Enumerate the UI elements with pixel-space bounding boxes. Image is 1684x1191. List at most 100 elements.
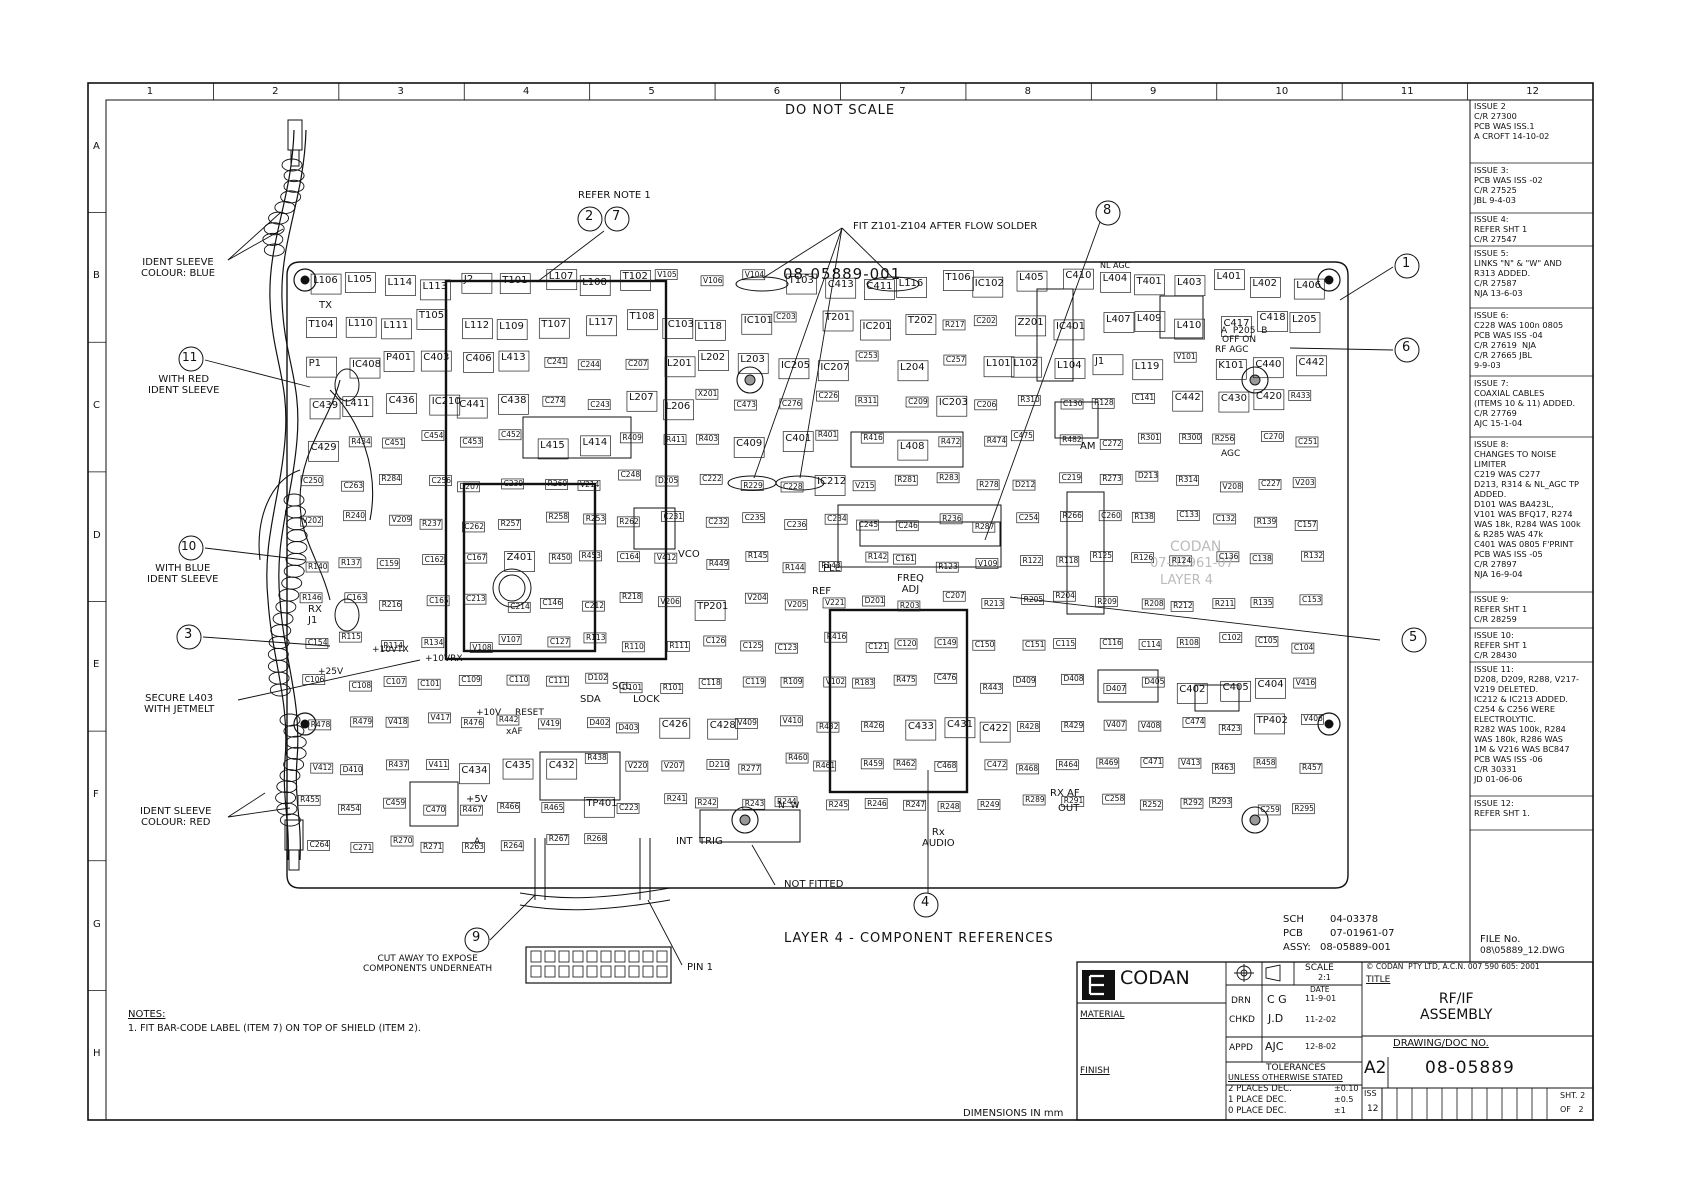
component-ref: V411 [428, 759, 448, 769]
component-ref: R450 [551, 553, 571, 563]
component-ref: R146 [302, 592, 322, 602]
annotation-pin1: PIN 1 [687, 962, 714, 973]
grid-col-label: 6 [773, 86, 781, 97]
component-ref: R478 [310, 719, 331, 729]
title-drn-by: C G [1267, 993, 1287, 1006]
component-ref: C454 [423, 430, 444, 440]
component-ref: C422 [982, 723, 1009, 735]
component-ref: R137 [340, 557, 361, 567]
annotation-with-blue: WITH BLUE IDENT SLEEVE [147, 563, 219, 586]
component-ref: L203 [740, 354, 765, 366]
notes-heading: NOTES: [128, 1009, 166, 1020]
component-ref: R204 [1055, 591, 1075, 601]
component-ref: C223 [619, 803, 639, 813]
component-ref: R463 [1214, 763, 1234, 773]
component-ref: V205 [787, 599, 807, 609]
callout-10: 10 [181, 539, 197, 553]
component-ref: T103 [788, 275, 814, 287]
component-ref: R289 [1025, 794, 1045, 804]
component-ref: V104 [744, 269, 765, 279]
label-am: AM [1080, 441, 1096, 452]
component-ref: L408 [899, 441, 925, 453]
component-ref: C404 [1257, 679, 1284, 691]
component-ref: R124 [1171, 555, 1192, 565]
component-ref: C116 [1102, 638, 1122, 648]
component-ref: R472 [940, 436, 961, 446]
component-ref: C472 [986, 759, 1007, 769]
component-ref: R283 [939, 472, 959, 482]
board-part-number: 08-05889-001 [783, 265, 902, 283]
component-ref: T107 [541, 319, 567, 331]
label-25v: +25V [318, 667, 344, 677]
component-ref: V208 [1222, 481, 1242, 491]
component-ref: T105 [418, 310, 445, 322]
component-ref: L402 [1252, 278, 1278, 290]
component-ref: C106 [304, 674, 325, 684]
callout-7: 7 [612, 209, 621, 224]
title-of: OF 2 [1560, 1105, 1584, 1114]
revision-entry: ISSUE 11: D208, D209, R288, V217- V219 D… [1474, 664, 1579, 784]
tolerance-value: ±0.10 [1334, 1084, 1359, 1093]
component-ref: R249 [979, 799, 1000, 809]
component-ref: R277 [740, 764, 761, 774]
component-ref: L106 [313, 275, 338, 287]
component-ref: C468 [936, 761, 957, 771]
grid-col-label: 8 [1024, 86, 1031, 97]
component-ref: T101 [502, 274, 528, 286]
component-ref: R205 [1023, 594, 1044, 604]
component-ref: C413 [827, 279, 854, 291]
component-ref: C102 [1221, 632, 1242, 642]
component-ref: C257 [945, 355, 966, 365]
grid-col-label: 2 [272, 86, 279, 97]
label-tx: TX [319, 300, 332, 311]
component-ref: R434 [351, 436, 371, 446]
component-ref: C209 [908, 397, 928, 407]
component-ref: R128 [1094, 398, 1114, 408]
component-ref: L204 [900, 361, 925, 373]
component-ref: C405 [1222, 682, 1249, 694]
component-ref: C475 [1013, 430, 1033, 440]
component-ref: L407 [1105, 313, 1131, 325]
component-ref: R211 [1214, 598, 1235, 608]
file-no-value: 08\05889_12.DWG [1480, 946, 1565, 956]
label-out: OUT [1058, 803, 1080, 814]
revision-entry: ISSUE 2 C/R 27300 PCB WAS ISS.1 A CROFT … [1474, 101, 1550, 141]
label-rx-af: RX AF [1050, 788, 1080, 799]
component-ref: C207 [945, 591, 965, 601]
component-ref: C165 [429, 595, 449, 605]
component-ref: R455 [300, 795, 320, 805]
label-freq-adj: FREQ ADJ [897, 573, 924, 596]
component-ref: C119 [745, 676, 765, 686]
component-ref: C206 [976, 399, 997, 409]
label-trig: TRIG [699, 836, 723, 847]
component-ref: R242 [697, 797, 717, 807]
component-ref: C420 [1255, 390, 1282, 402]
component-ref: C274 [544, 396, 565, 406]
component-ref: C118 [701, 678, 721, 688]
component-ref: R109 [783, 677, 803, 687]
grid-row-label: H [93, 1048, 101, 1060]
component-ref: V106 [703, 275, 723, 285]
component-ref: C441 [459, 399, 486, 411]
component-ref: L410 [1176, 320, 1202, 332]
component-ref: R236 [942, 513, 962, 523]
component-ref: L202 [700, 351, 726, 363]
component-ref: C109 [461, 675, 481, 685]
component-ref: R247 [905, 800, 926, 810]
component-ref: R281 [897, 475, 917, 485]
component-ref: IC101 [743, 315, 773, 327]
ref-sch-label: SCH [1283, 914, 1304, 925]
component-ref: T108 [629, 310, 655, 322]
component-ref: C151 [1025, 640, 1045, 650]
component-ref: R468 [1018, 763, 1039, 773]
callout-5: 5 [1409, 630, 1418, 645]
label-sda: SDA [580, 694, 601, 705]
grid-col-label: 12 [1526, 86, 1540, 97]
component-ref: C149 [937, 637, 957, 647]
label-off-on: OFF ON [1222, 335, 1257, 345]
component-ref: R243 [744, 799, 765, 809]
component-ref: R240 [345, 510, 366, 520]
grid-col-label: 1 [146, 86, 154, 97]
component-ref: R267 [548, 834, 569, 844]
